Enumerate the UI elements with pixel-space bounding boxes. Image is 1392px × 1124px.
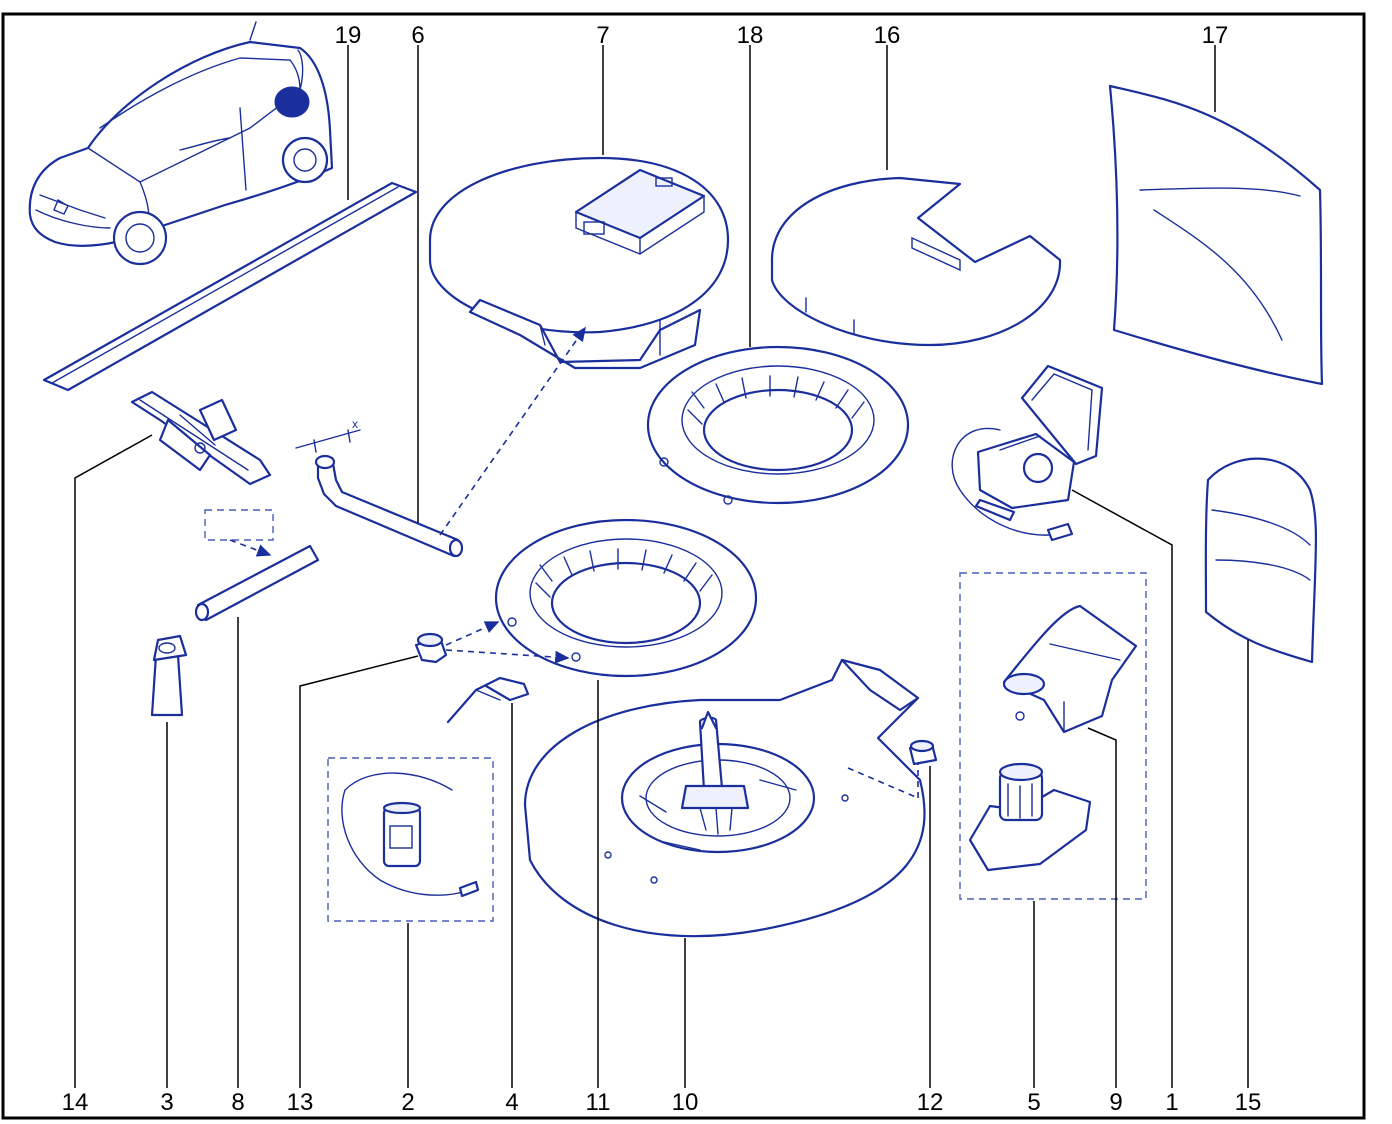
part-8-rod xyxy=(194,509,320,622)
bottom-callouts: 14 3 8 13 2 4 11 10 12 5 9 1 15 xyxy=(62,1089,1262,1116)
part-16-tray xyxy=(770,176,1062,347)
callout-13: 13 xyxy=(287,1089,314,1116)
dashed-pointer-13-a xyxy=(445,621,500,646)
callout-4: 4 xyxy=(505,1089,518,1116)
dashed-pointer-6-to-7 xyxy=(439,326,586,536)
callout-1: 1 xyxy=(1165,1089,1178,1116)
leader-lines xyxy=(74,45,1249,1088)
callout-16: 16 xyxy=(874,22,901,49)
callout-10: 10 xyxy=(672,1089,699,1116)
callout-9: 9 xyxy=(1109,1089,1122,1116)
part-18-ring xyxy=(646,345,910,505)
part-3-plug xyxy=(150,634,188,717)
callout-12: 12 xyxy=(917,1089,944,1116)
part-4-hook xyxy=(446,676,530,724)
callout-5: 5 xyxy=(1027,1089,1040,1116)
part-19-strip xyxy=(42,181,418,392)
callout-17: 17 xyxy=(1202,22,1229,49)
callout-15: 15 xyxy=(1235,1089,1262,1116)
part-6-wheel-brace xyxy=(295,429,464,558)
callout-3: 3 xyxy=(160,1089,173,1116)
callout-7: 7 xyxy=(596,22,609,49)
part-14-jack xyxy=(130,390,272,486)
callout-14: 14 xyxy=(62,1089,89,1116)
part-15-bag xyxy=(1204,457,1318,664)
callout-6: 6 xyxy=(411,22,424,49)
part-10-base-tray xyxy=(523,658,926,938)
part-2-repair-kit xyxy=(327,757,494,922)
leader-14 xyxy=(74,434,153,1088)
callout-8: 8 xyxy=(231,1089,244,1116)
part-7-cover xyxy=(428,156,730,370)
vehicle-illustration xyxy=(28,21,334,266)
leader-9 xyxy=(1087,727,1117,1088)
callout-2: 2 xyxy=(401,1089,414,1116)
callout-19: 19 xyxy=(335,22,362,49)
part-9-5-assembly xyxy=(959,572,1147,900)
dimension-label: x xyxy=(352,417,358,431)
callout-11: 11 xyxy=(586,1089,611,1116)
part-11-ring xyxy=(494,518,758,678)
callout-18: 18 xyxy=(737,22,764,49)
leader-13 xyxy=(299,655,419,1088)
part-17-bag xyxy=(1108,84,1324,386)
top-callouts: 19 6 7 18 16 17 xyxy=(335,22,1229,49)
part-12-nut xyxy=(908,739,938,766)
dashed-pointer-13-b xyxy=(445,649,570,664)
part-13-clip xyxy=(414,632,448,664)
part-1-compressor xyxy=(951,364,1104,542)
leader-1 xyxy=(1071,489,1173,1088)
